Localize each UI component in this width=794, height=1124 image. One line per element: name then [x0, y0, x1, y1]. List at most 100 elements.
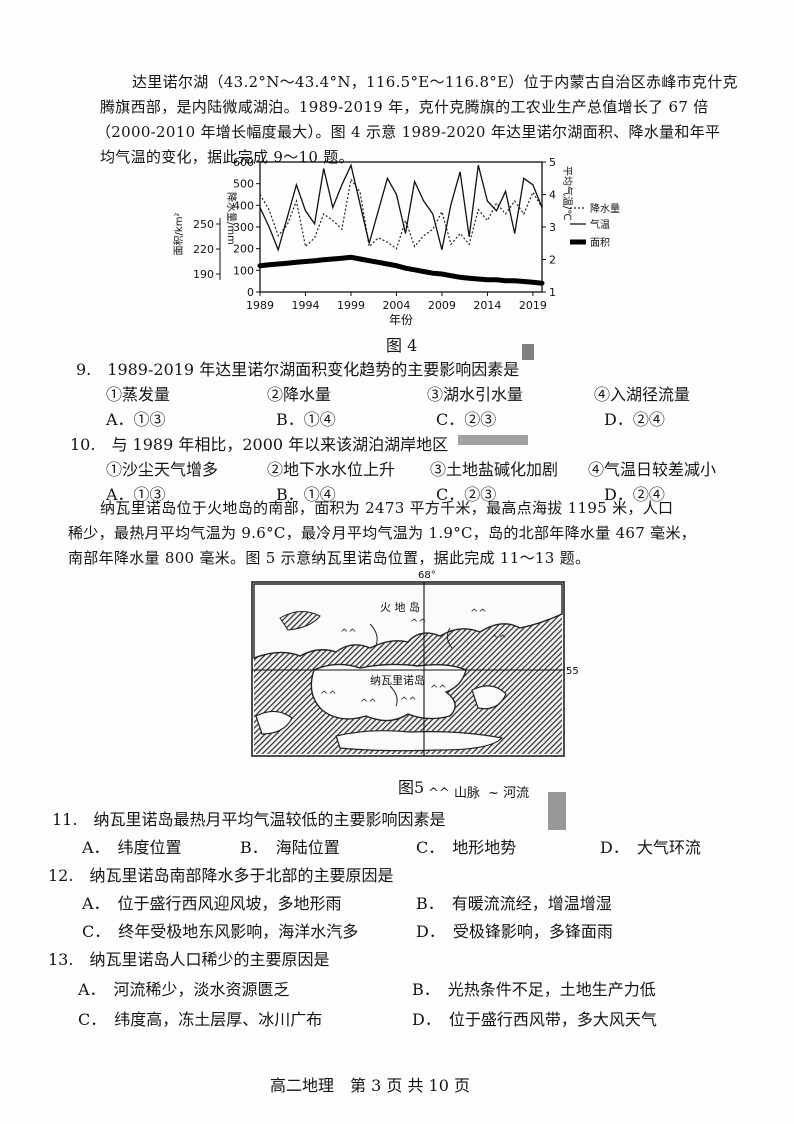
- passage1-line2: 腾旗西部，是内陆微咸湖泊。1989-2019 年，克什克腾旗的工农业生产总值增长…: [100, 98, 709, 116]
- q10-option-a[interactable]: A．①③: [106, 485, 166, 504]
- mountain-glyph: ^^: [490, 634, 507, 645]
- precip-tick-label: 100: [233, 264, 254, 277]
- tierra-del-fuego: [253, 583, 563, 660]
- passage1-line3: （2000-2010 年增长幅度最大）。图 4 示意 1989-2020 年达里…: [96, 123, 721, 141]
- x-tick-label: 1989: [246, 299, 274, 312]
- q10-item-1: ①沙尘天气增多: [106, 460, 219, 479]
- q10-item-4: ④气温日较差减小: [588, 460, 717, 479]
- figure4-caption: 图 4: [386, 336, 418, 355]
- precip-tick-label: 500: [233, 178, 254, 191]
- lat-label: 55°: [566, 666, 580, 677]
- area-tick-label: 190: [193, 268, 214, 281]
- q9-option-a[interactable]: A．①③: [106, 410, 166, 429]
- q12-option-c[interactable]: C． 终年受极地东风影响，海洋水汽多: [82, 922, 359, 941]
- x-tick-label: 2004: [382, 299, 410, 312]
- q9-option-b[interactable]: B．①④: [276, 410, 336, 429]
- q9-item-4: ④入湖径流量: [594, 385, 691, 404]
- temp-tick-label: 2: [549, 254, 556, 267]
- q13-stem: 13. 纳瓦里诺岛人口稀少的主要原因是: [48, 950, 330, 969]
- passage2-line2: 稀少，最热月平均气温为 9.6°C，最冷月平均气温为 1.9°C，岛的北部年降水…: [68, 524, 697, 542]
- q12-option-b[interactable]: B． 有暖流流经，增温增湿: [416, 894, 612, 913]
- mountain-glyph: ^^: [470, 608, 487, 619]
- q9-option-d[interactable]: D．②④: [604, 410, 665, 429]
- q9-item-2: ②降水量: [267, 385, 332, 404]
- q12-option-d[interactable]: D． 受极锋影响，多锋面雨: [416, 922, 613, 941]
- q13-option-d[interactable]: D． 位于盛行西风带，多大风天气: [412, 1010, 657, 1029]
- mountain-symbols: ^^^^^^^^^^^^^^^^: [320, 608, 507, 709]
- legend-temp-label: 气温: [590, 218, 610, 231]
- q12-option-a[interactable]: A． 位于盛行西风迎风坡，多地形雨: [82, 894, 342, 913]
- precip-tick-label: 300: [233, 221, 254, 234]
- q10-stem: 10. 与 1989 年相比，2000 年以来该湖泊湖岸地区: [70, 435, 449, 454]
- inner-lake: [279, 611, 321, 631]
- river-legend-icon: ~: [488, 786, 499, 801]
- q11-stem: 11. 纳瓦里诺岛最热月平均气温较低的主要影响因素是: [52, 810, 446, 829]
- q9-item-3: ③湖水引水量: [427, 385, 524, 404]
- q10-item-2: ②地下水水位上升: [267, 460, 396, 479]
- q10-option-b[interactable]: B．①④: [276, 485, 336, 504]
- legend-area-label: 面积: [590, 237, 610, 249]
- x-tick-label: 2009: [428, 299, 456, 312]
- scan-smudge: [548, 792, 566, 830]
- x-tick-label: 1994: [291, 299, 319, 312]
- mountain-legend-icon: ^^: [428, 786, 450, 801]
- mountain-glyph: ^^: [410, 618, 427, 629]
- figure5-caption: 图5: [398, 778, 425, 797]
- x-tick-label: 1999: [337, 299, 365, 312]
- navarino-island: [310, 663, 467, 722]
- page-footer: 高二地理 第 3 页 共 10 页: [270, 1076, 470, 1095]
- area-series: [257, 254, 545, 286]
- river: [369, 623, 378, 647]
- passage1-line1: 达里诺尔湖（43.2°N～43.4°N，116.5°E～116.8°E）位于内蒙…: [132, 73, 738, 91]
- plot-frame: [259, 161, 543, 293]
- q9-option-c[interactable]: C．②③: [436, 410, 497, 429]
- passage2-line3: 南部年降水量 800 毫米。图 5 示意纳瓦里诺岛位置，据此完成 11～13 题…: [68, 549, 591, 567]
- mountain-glyph: ^^: [360, 698, 377, 709]
- q10-item-3: ③土地盐碱化加剧: [430, 460, 559, 479]
- q9-stem: 9. 1989-2019 年达里诺尔湖面积变化趋势的主要影响因素是: [76, 360, 520, 379]
- precip-series: [259, 177, 543, 250]
- lon-label: 68°: [418, 570, 436, 581]
- area-tick-label: 250: [193, 218, 214, 231]
- mountain-glyph: ^^: [430, 684, 447, 695]
- q10-option-c[interactable]: C．②③: [436, 485, 497, 504]
- x-tick-label: 2019: [519, 299, 547, 312]
- southern-island: [335, 730, 504, 752]
- precip-tick-label: 0: [247, 286, 254, 299]
- q13-option-a[interactable]: A． 河流稀少，淡水资源匮乏: [78, 980, 290, 999]
- temp-tick-label: 5: [549, 156, 556, 169]
- precip-tick-label: 600: [233, 156, 254, 169]
- label-navarino: 纳瓦里诺岛: [370, 673, 425, 687]
- q11-option-b[interactable]: B． 海陆位置: [240, 838, 340, 857]
- passage2-line1: 纳瓦里诺岛位于火地岛的南部，面积为 2473 平方千米，最高点海拔 1195 米…: [100, 499, 674, 517]
- area-tick-label: 220: [193, 243, 214, 256]
- river: [389, 685, 398, 707]
- scan-smudge: [522, 344, 534, 360]
- mountain-legend-label: 山脉: [453, 786, 480, 801]
- q13-option-c[interactable]: C． 纬度高，冻土层厚、冰川广布: [78, 1010, 323, 1029]
- river-legend-label: 河流: [503, 786, 530, 801]
- figure5-map: ^^^^^^^^^^^^^^^^ 火 地 岛 纳瓦里诺岛 68° 55°: [251, 570, 580, 757]
- q9-item-1: ①蒸发量: [106, 385, 171, 404]
- q11-option-c[interactable]: C． 地形地势: [416, 838, 517, 857]
- temp-tick-label: 4: [549, 189, 556, 202]
- temp-tick-label: 3: [549, 221, 556, 234]
- mountain-glyph: ^^: [400, 696, 417, 707]
- x-tick-label: 2014: [473, 299, 501, 312]
- figure5-legend: ^^ 山脉 ~ 河流: [428, 782, 529, 801]
- legend-precip-label: 降水量: [590, 202, 620, 215]
- river: [446, 627, 453, 649]
- q13-option-b[interactable]: B． 光热条件不足，土地生产力低: [412, 980, 656, 999]
- label-tierra-del-fuego: 火 地 岛: [380, 600, 420, 614]
- scan-smudge: [458, 435, 528, 445]
- q11-option-d[interactable]: D． 大气环流: [600, 838, 701, 857]
- x-axis-title: 年份: [389, 313, 413, 327]
- q11-option-a[interactable]: A． 纬度位置: [82, 838, 182, 857]
- mountain-glyph: ^^: [340, 628, 357, 639]
- temp-series: [259, 163, 543, 252]
- q10-option-d[interactable]: D．②④: [604, 485, 665, 504]
- precip-tick-label: 400: [233, 199, 254, 212]
- temp-axis-title: 平均气温/℃: [561, 166, 574, 221]
- small-island: [255, 710, 293, 735]
